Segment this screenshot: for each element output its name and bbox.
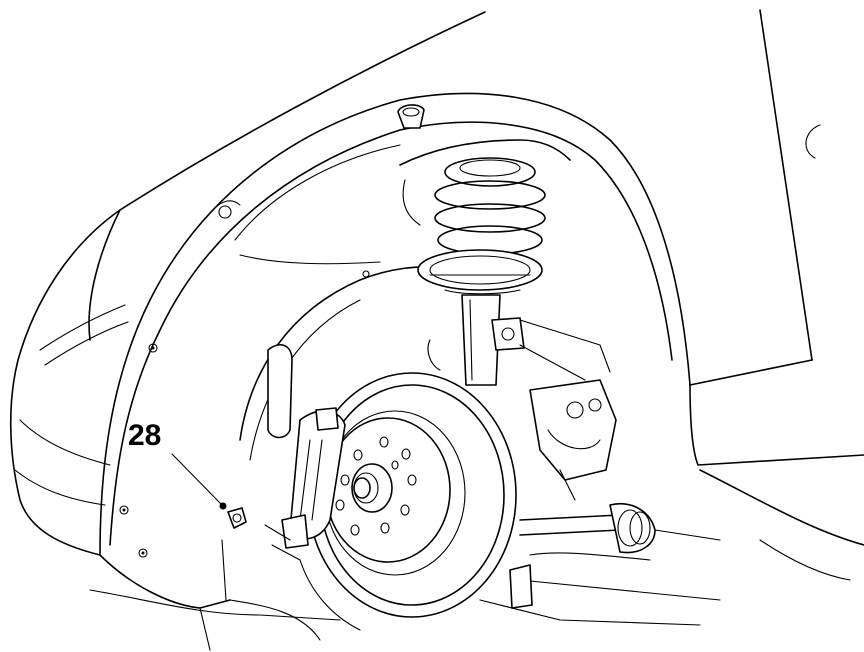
callout-label: 28 [128,419,161,452]
lower-arm [89,559,361,641]
drive-shaft [479,503,721,626]
brake-disc [307,372,517,618]
body-panel [9,9,864,581]
wheel-arch-liner [99,92,691,651]
callout-28: 28 [128,419,227,510]
steering-knuckle [529,379,617,501]
suspension-strut [399,139,611,386]
brake-caliper [264,407,346,561]
callout-dot [219,502,227,510]
hub-bolt-holes [335,436,417,536]
callout-leader-line [171,453,223,506]
